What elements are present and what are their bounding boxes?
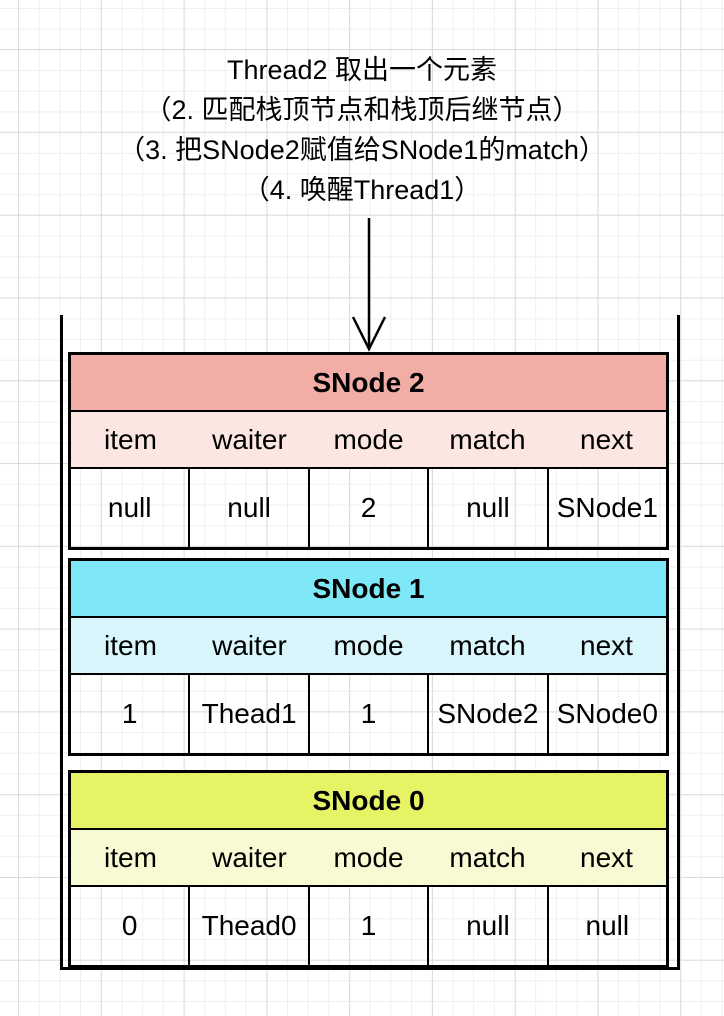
snode2-field-labels: item waiter mode match next	[71, 412, 666, 469]
snode1-label-item: item	[104, 629, 157, 661]
snode2-label-waiter: waiter	[212, 423, 287, 455]
snode1-label-next: next	[580, 629, 633, 661]
snode2-value-waiter: null	[190, 469, 310, 547]
snode0-value-item: 0	[71, 887, 191, 965]
snode0-label-mode: mode	[333, 841, 404, 873]
snode1-values: 1 Thead1 1 SNode2 SNode0	[71, 675, 666, 753]
snode0-label-match: match	[449, 841, 526, 873]
snode2-value-mode: 2	[310, 469, 430, 547]
snode0-title: SNode 0	[312, 784, 425, 816]
annotation-line-1: Thread2 取出一个元素	[226, 55, 498, 85]
snode0-label-item: item	[104, 841, 157, 873]
snode1-value-mode: 1	[310, 675, 430, 753]
snode1-label-match: match	[449, 629, 526, 661]
snode2-label-item: item	[104, 423, 157, 455]
snode2-label-match: match	[449, 423, 526, 455]
snode1-value-next: SNode0	[556, 698, 658, 729]
snode1-label-mode: mode	[333, 629, 404, 661]
snode2-label-mode: mode	[333, 423, 404, 455]
snode1-title: SNode 1	[312, 572, 425, 604]
snode1-header: SNode 1	[71, 561, 666, 618]
snode0-label-waiter: waiter	[212, 841, 287, 873]
snode1-field-labels: item waiter mode match next	[71, 618, 666, 675]
snode0-value-next: null	[585, 910, 630, 941]
snode2-title: SNode 2	[312, 366, 425, 398]
stack-container	[60, 315, 680, 970]
snode1-label-waiter: waiter	[212, 629, 287, 661]
snode2-table: SNode 2 item waiter mode match next null…	[68, 352, 669, 550]
snode2-label-next: next	[580, 423, 633, 455]
snode1-value-waiter: Thead1	[190, 675, 310, 753]
snode0-values: 0 Thead0 1 null null	[71, 887, 666, 965]
snode1-value-match: SNode2	[429, 675, 549, 753]
annotation-line-2: （2. 匹配栈顶节点和栈顶后继节点）	[144, 95, 580, 125]
snode2-value-item: null	[71, 469, 191, 547]
snode2-values: null null 2 null SNode1	[71, 469, 666, 547]
snode2-value-match: null	[429, 469, 549, 547]
snode0-header: SNode 0	[71, 773, 666, 830]
snode2-header: SNode 2	[71, 355, 666, 412]
snode0-table: SNode 0 item waiter mode match next 0 Th…	[68, 770, 669, 968]
snode0-field-labels: item waiter mode match next	[71, 830, 666, 887]
snode1-value-item: 1	[71, 675, 191, 753]
annotation-text: Thread2 取出一个元素 （2. 匹配栈顶节点和栈顶后继节点） （3. 把S…	[0, 50, 724, 210]
annotation-line-4: （4. 唤醒Thread1）	[242, 175, 482, 205]
snode0-value-mode: 1	[310, 887, 430, 965]
snode2-value-next: SNode1	[556, 492, 658, 523]
snode1-table: SNode 1 item waiter mode match next 1 Th…	[68, 558, 669, 756]
snode0-value-match: null	[429, 887, 549, 965]
snode0-label-next: next	[580, 841, 633, 873]
annotation-line-3: （3. 把SNode2赋值给SNode1的match）	[118, 135, 606, 165]
snode0-value-waiter: Thead0	[190, 887, 310, 965]
